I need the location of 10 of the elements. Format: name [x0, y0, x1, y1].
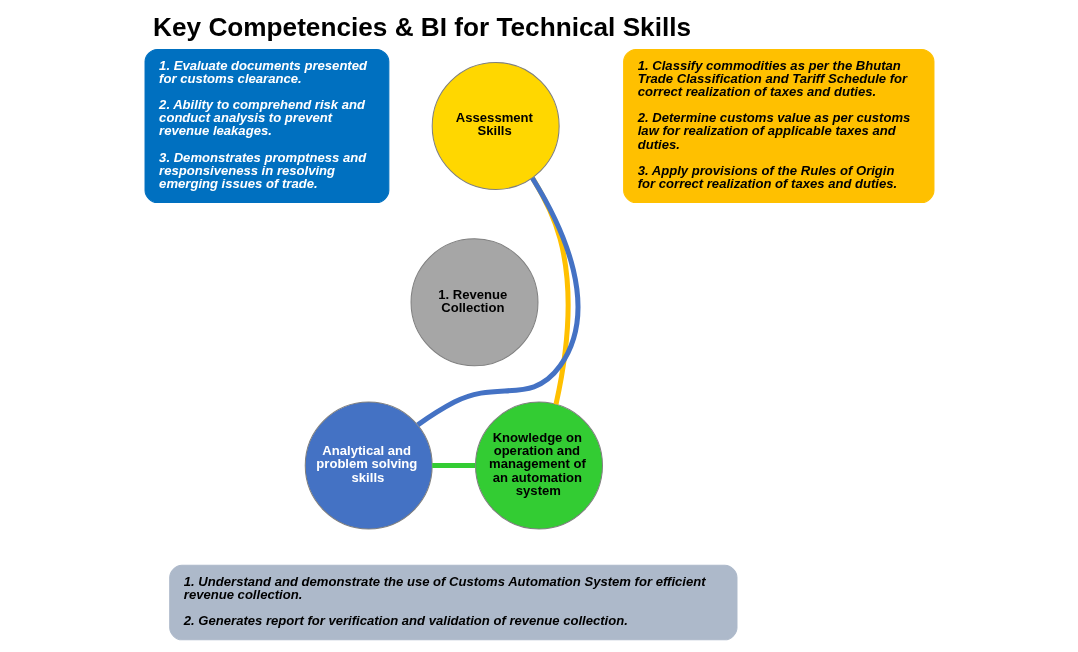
node-circle: Analytical and problem solving skills — [304, 401, 433, 530]
node-box: 1. Evaluate documents presented for customs clearance. 2. Ability to comprehend risk and conduct analysis to prevent revenue leakages. 3. Demonstrates promptness and responsiveness in resolving emerging issues of trade. — [144, 48, 389, 204]
node-box: 1. Classify commodities as per the Bhutan Trade Classification and Tariff Schedule for correct realization of taxes and duties. 2. Determine customs value as per customs law for realization of applicable taxes and duties. 3. Apply provisions of the Rules of Origin for correct realization of taxes and duties. — [622, 48, 934, 204]
connector — [415, 176, 580, 427]
node-circle: 1. Revenue Collection — [410, 238, 538, 367]
node-box: 1. Understand and demonstrate the use of Customs Automation System for efficient revenue collection. 2. Generates report for verification and validation of revenue collection. — [168, 564, 737, 641]
diagram-title: Key Competencies & BI for Technical Skills — [152, 12, 691, 43]
node-circle: Knowledge on operation and management of an automation system — [474, 401, 603, 530]
connector — [431, 463, 475, 469]
node-circle: Assessment Skills — [431, 62, 560, 190]
